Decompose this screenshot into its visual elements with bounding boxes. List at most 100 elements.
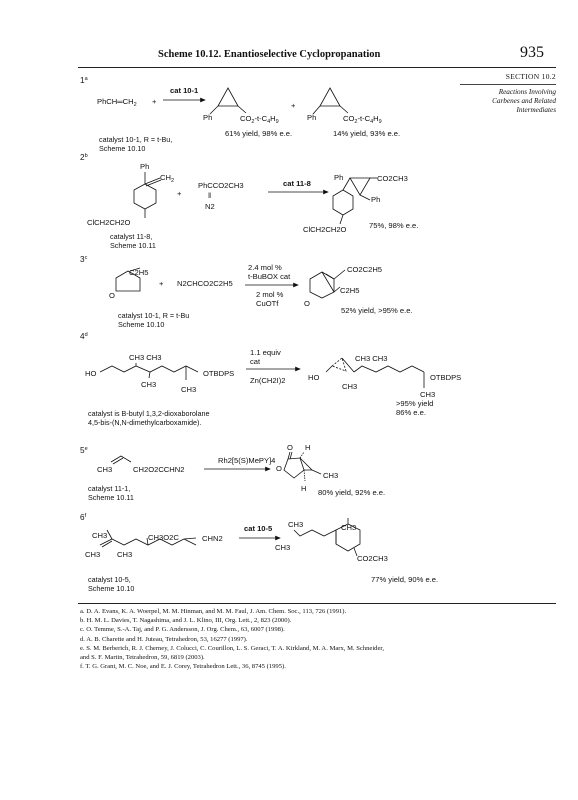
plus-sign: + <box>177 189 182 198</box>
methyl-labels: CH3 CH3 <box>129 353 162 362</box>
cyclopropane-cis <box>312 87 349 115</box>
yield-result: 77% yield, 90% e.e. <box>371 575 438 584</box>
yield-major: 61% yield, 98% e.e. <box>225 129 292 138</box>
methyl-label: CH3 <box>341 523 356 532</box>
footnote: c. O. Temme, S.-A. Taj, and P. G. Anders… <box>80 626 285 634</box>
methyl-label: CH3 <box>342 382 357 391</box>
methyl-label: CH3 <box>92 531 107 540</box>
methyl-label: CH3 <box>288 520 303 529</box>
catalyst-note: Scheme 10.11 <box>110 241 156 250</box>
plus-sign: + <box>152 97 157 106</box>
ether-label: ClCH2CH2O <box>303 225 347 234</box>
footnote: a. D. A. Evans, K. A. Woerpel, M. M. Hin… <box>80 608 347 615</box>
lactone-product <box>283 451 322 482</box>
header-rule <box>78 67 556 68</box>
footnote: and S. F. Martin, Tetrahedron, 59, 6819 … <box>80 654 205 662</box>
bicyclic-product <box>309 269 346 299</box>
cyclopropane-trans <box>209 87 247 115</box>
section-label: SECTION 10.2 <box>505 72 556 81</box>
entry-1: 1a PhCH═CH2 + cat 10-1 Ph CO2-t-C4H9 + P… <box>80 76 400 153</box>
methyl-label: CH3 <box>97 465 112 474</box>
ester-label: CO2CH3 <box>357 554 388 563</box>
entry-number: 2b <box>80 153 88 162</box>
yield-result: 86% e.e. <box>396 408 426 417</box>
section-note-line: Reactions Involving <box>498 88 556 96</box>
yield-result: 75%, 98% e.e. <box>369 221 418 230</box>
silyl-ether-label: OTBDPS <box>430 373 461 382</box>
ester-label: CO2CH3 <box>377 174 408 183</box>
entry-3: 3c C2H5 O + N2CHCO2C2H5 2.4 mol % t-BuBO… <box>80 255 413 329</box>
reactant-styrene: PhCH═CH2 <box>97 97 137 108</box>
hydroxyl-label: HO <box>85 369 96 378</box>
methyl-labels: CH3 CH3 <box>355 354 388 363</box>
entry-6: 6f CH3 CH3 CH3 CH3O2C CHN2 cat 10-5 CH3 … <box>80 513 438 593</box>
silyl-ether-label: OTBDPS <box>203 369 234 378</box>
diazo-nitrogen: N2 <box>205 202 215 211</box>
entry-number: 3c <box>80 255 88 264</box>
yield-result: 80% yield, 92% e.e. <box>318 488 385 497</box>
reagent-label: 2 mol % <box>256 290 284 299</box>
page-number: 935 <box>520 44 544 61</box>
reagent-label: cat 10-1 <box>170 86 199 95</box>
reagent-label: cat <box>250 357 261 366</box>
ester-group: CO2-t-C4H9 <box>343 114 382 125</box>
reagent-label: Rh2[5(S)MePY]4 <box>218 456 275 465</box>
catalyst-note: 4,5-bis-(N,N-dimethylcarboxamide). <box>88 418 201 427</box>
footnotes: a. D. A. Evans, K. A. Woerpel, M. M. Hin… <box>80 607 556 671</box>
yield-minor: 14% yield, 93% e.e. <box>333 129 400 138</box>
ester-label: CH3O2C <box>148 533 179 542</box>
phenyl-label: Ph <box>334 173 343 182</box>
section-note-line: Carbenes and Related <box>492 97 556 105</box>
yield-result: >95% yield <box>396 399 433 408</box>
entry-5: 5e CH3 CH2O2CCHN2 Rh2[5(S)MePY]4 O H O C… <box>80 443 385 502</box>
catalyst-note: Scheme 10.11 <box>88 493 134 502</box>
catalyst-note: Scheme 10.10 <box>88 584 134 593</box>
diazo-reagent: N2CHCO2C2H5 <box>177 279 233 288</box>
entry-4: 4d CH3 CH3 HO CH3 CH3 OTBDPS 1.1 equiv c… <box>80 332 461 427</box>
ethyl-label: C2H5 <box>340 286 359 295</box>
reagent-label: t-BuBOX cat <box>248 272 291 281</box>
section-rule <box>460 84 556 85</box>
ethyl-label: C2H5 <box>129 268 148 277</box>
methyl-label: CH3 <box>85 550 100 559</box>
catalyst-note: catalyst 11-8, <box>110 232 152 241</box>
phenyl-label: Ph <box>371 195 380 204</box>
catalyst-note: catalyst 10-1, R = t-Bu, <box>99 135 172 144</box>
phenyl-label: Ph <box>307 113 316 122</box>
page-title: Scheme 10.12. Enantioselective Cycloprop… <box>158 49 381 60</box>
entry-number: 1a <box>80 76 89 85</box>
entry-number: 4d <box>80 332 88 341</box>
diazo-ester: PhCCO2CH3 <box>198 181 244 190</box>
entry-number: 5e <box>80 446 88 455</box>
catalyst-note: catalyst is B-butyl 1,3,2-dioxaborolane <box>88 409 209 418</box>
phenyl-label: Ph <box>203 113 212 122</box>
bicyclic-product <box>293 518 361 557</box>
section-note-line: Intermediates <box>516 106 556 114</box>
ring-oxygen: O <box>109 291 115 300</box>
hydrogen-label: H <box>305 443 310 452</box>
cyclopropane-product <box>332 177 377 225</box>
catalyst-note: Scheme 10.10 <box>99 144 145 153</box>
dihydropyran <box>115 267 141 292</box>
section-note: Reactions Involving Carbenes and Related… <box>462 88 556 115</box>
diazo-double-bond: ‖ <box>208 191 211 200</box>
reagent-label: CuOTf <box>256 299 279 308</box>
methyl-label: CH3 <box>181 385 196 394</box>
carbonyl-oxygen: O <box>287 443 293 452</box>
footnote: d. A. B. Charette and H. Juteau, Tetrahe… <box>80 635 248 643</box>
footnote: f. T. G. Grant, M. C. Noe, and E. J. Cor… <box>80 663 286 671</box>
diazo-label: CHN2 <box>202 534 223 543</box>
alkene-chain <box>110 455 132 463</box>
diazoacetate-label: CH2O2CCHN2 <box>133 465 184 474</box>
plus-sign: + <box>159 279 164 288</box>
styrene-substituted <box>133 172 162 218</box>
phenyl-label: Ph <box>140 162 149 171</box>
ring-oxygen: O <box>276 464 282 473</box>
catalyst-note: catalyst 11-1, <box>88 484 130 493</box>
catalyst-note: Scheme 10.10 <box>118 320 164 329</box>
methylene-label: CH2 <box>160 173 174 184</box>
ester-group: CO2-t-C4H9 <box>240 114 279 125</box>
reaction-scheme: 1a PhCH═CH2 + cat 10-1 Ph CO2-t-C4H9 + P… <box>80 76 461 593</box>
methyl-label: CH3 <box>117 550 132 559</box>
